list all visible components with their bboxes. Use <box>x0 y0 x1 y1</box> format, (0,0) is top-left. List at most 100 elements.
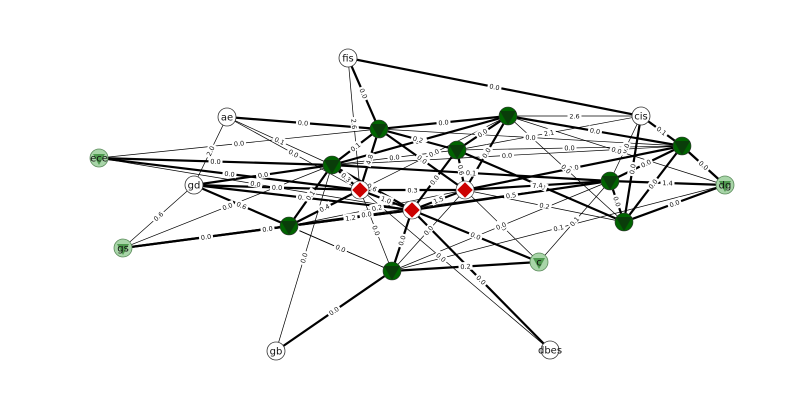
edge-weight-text: 2.0 <box>205 145 217 158</box>
edge-weight-text: 7.4 <box>532 181 543 190</box>
edge-label-background <box>414 151 431 167</box>
edge-label-background <box>219 199 236 213</box>
edge-weight-label: 0.6 <box>233 198 250 211</box>
edge-weight-label: 0.6 <box>456 162 467 178</box>
node-cis[interactable]: cis <box>631 106 651 126</box>
node-dg[interactable]: dg <box>715 175 735 195</box>
edge-weight-label: 0.0 <box>425 145 442 160</box>
node-triangle-marker <box>616 217 632 231</box>
node-r3[interactable] <box>455 180 475 200</box>
node-label: dbes <box>538 346 562 357</box>
edge-label-background <box>486 81 503 92</box>
node-gd[interactable]: gd <box>184 175 204 195</box>
edge-weight-label: 0.0 <box>269 182 285 192</box>
edge-weight-label: 2.6 <box>567 111 582 120</box>
edge-weight-label: 0.0 <box>332 241 349 255</box>
edge-weight-label: 0.0 <box>255 169 271 180</box>
node-n9[interactable] <box>382 261 402 281</box>
edge-weight-text: 0.0 <box>489 82 501 92</box>
node-label: fis <box>342 54 354 65</box>
edge-weight-label: 0.0 <box>395 232 408 249</box>
node-ae[interactable]: ae <box>217 107 237 127</box>
edge-label-background <box>364 180 381 194</box>
node-circle <box>217 107 237 127</box>
edge-weight-text: 0.0 <box>668 198 680 209</box>
edge-label-background <box>269 182 285 192</box>
edge-weight-text: 0.0 <box>469 231 482 242</box>
node-n2[interactable] <box>369 119 389 139</box>
edge-weight-text: 1.4 <box>662 179 673 187</box>
node-n3[interactable] <box>498 106 518 126</box>
edge-label-background <box>297 249 310 266</box>
edge-label-background <box>271 133 288 148</box>
edge-label-background <box>198 231 214 242</box>
edge-weight-label: 0.0 <box>198 231 214 242</box>
node-r1[interactable] <box>350 180 370 200</box>
edge-label-background <box>562 143 577 152</box>
edge-weight-label: 0.0 <box>499 150 515 160</box>
node-n5[interactable] <box>672 136 692 156</box>
edge-label-background <box>463 168 479 177</box>
edge-weight-label: 0.0 <box>358 209 374 219</box>
edge-weight-label: 7.4 <box>530 180 545 190</box>
edge-weight-label: 0.0 <box>222 168 237 179</box>
edge-weight-text: 0.2 <box>412 135 424 145</box>
edge-weight-text: 0.2 <box>539 201 551 211</box>
node-n7[interactable] <box>614 212 634 232</box>
node-ece[interactable]: ece <box>89 148 109 168</box>
node-n6[interactable] <box>600 171 620 191</box>
edge-weight-label: 0.0 <box>562 143 577 152</box>
node-n8[interactable] <box>279 216 299 236</box>
edge-weight-label: 2.1 <box>541 127 557 138</box>
edge-label-background <box>378 193 395 206</box>
edge-weight-label: 4.8 <box>363 151 375 168</box>
edge-weight-label: 1.5 <box>430 193 447 206</box>
edge-weight-text: 0.0 <box>397 234 408 246</box>
edge-label-background <box>358 209 374 219</box>
edge-label-background <box>558 160 575 177</box>
edge-label-background <box>695 157 712 173</box>
nodes-layer: fis ae cis gd gb dbes ece gs dg c <box>89 48 735 361</box>
node-dbes[interactable]: dbes <box>538 340 562 360</box>
edge-label-background <box>503 190 519 200</box>
edge-label-background <box>611 193 624 210</box>
edge-label-background <box>363 151 375 168</box>
node-triangle-marker <box>117 244 129 255</box>
edge-weight-text: 0.0 <box>361 210 372 219</box>
node-r2[interactable] <box>402 200 422 220</box>
edge-weight-label: 1.2 <box>342 212 358 223</box>
edge-weight-label: 1.4 <box>660 178 675 187</box>
edge-label-background <box>492 219 509 232</box>
edge-label-background <box>550 221 567 234</box>
node-triangle-marker <box>281 221 297 235</box>
edge-label-background <box>456 162 467 178</box>
node-gs[interactable]: gs <box>113 238 133 258</box>
edge-weight-label: 0.3 <box>405 185 420 194</box>
edge-weight-label: 0.0 <box>248 178 264 189</box>
edge-label-background <box>666 196 683 210</box>
node-fis[interactable]: fis <box>338 48 358 68</box>
edge-label-background <box>370 222 383 239</box>
edge-label-background <box>342 212 358 223</box>
edge-weight-label: 0.0 <box>587 125 603 136</box>
edge-weight-text: 0.6 <box>235 200 248 211</box>
edge-label-background <box>405 185 420 194</box>
edge-weight-text: 0.0 <box>334 243 347 254</box>
edge-weight-label: 0.0 <box>523 132 538 142</box>
edge-weight-text: 0.2 <box>460 262 471 271</box>
edge-weight-label: 0.0 <box>231 138 247 148</box>
edge-weight-label: 0.0 <box>666 196 683 210</box>
node-gb[interactable]: gb <box>266 341 286 361</box>
edge-label-background <box>203 142 217 159</box>
edge-weight-label: 0.4 <box>316 200 333 215</box>
edge-label-background <box>499 150 515 160</box>
node-n4[interactable] <box>447 140 467 160</box>
edge-weight-text: 0.0 <box>568 163 580 173</box>
edge-weight-text: 0.2 <box>297 193 308 202</box>
node-n1[interactable] <box>322 155 342 175</box>
edge-weight-label: 0.0 <box>297 249 310 266</box>
node-label: ece <box>90 154 108 165</box>
node-circle <box>540 340 560 360</box>
edge-label-background <box>248 178 264 189</box>
node-c[interactable]: c <box>529 252 549 272</box>
